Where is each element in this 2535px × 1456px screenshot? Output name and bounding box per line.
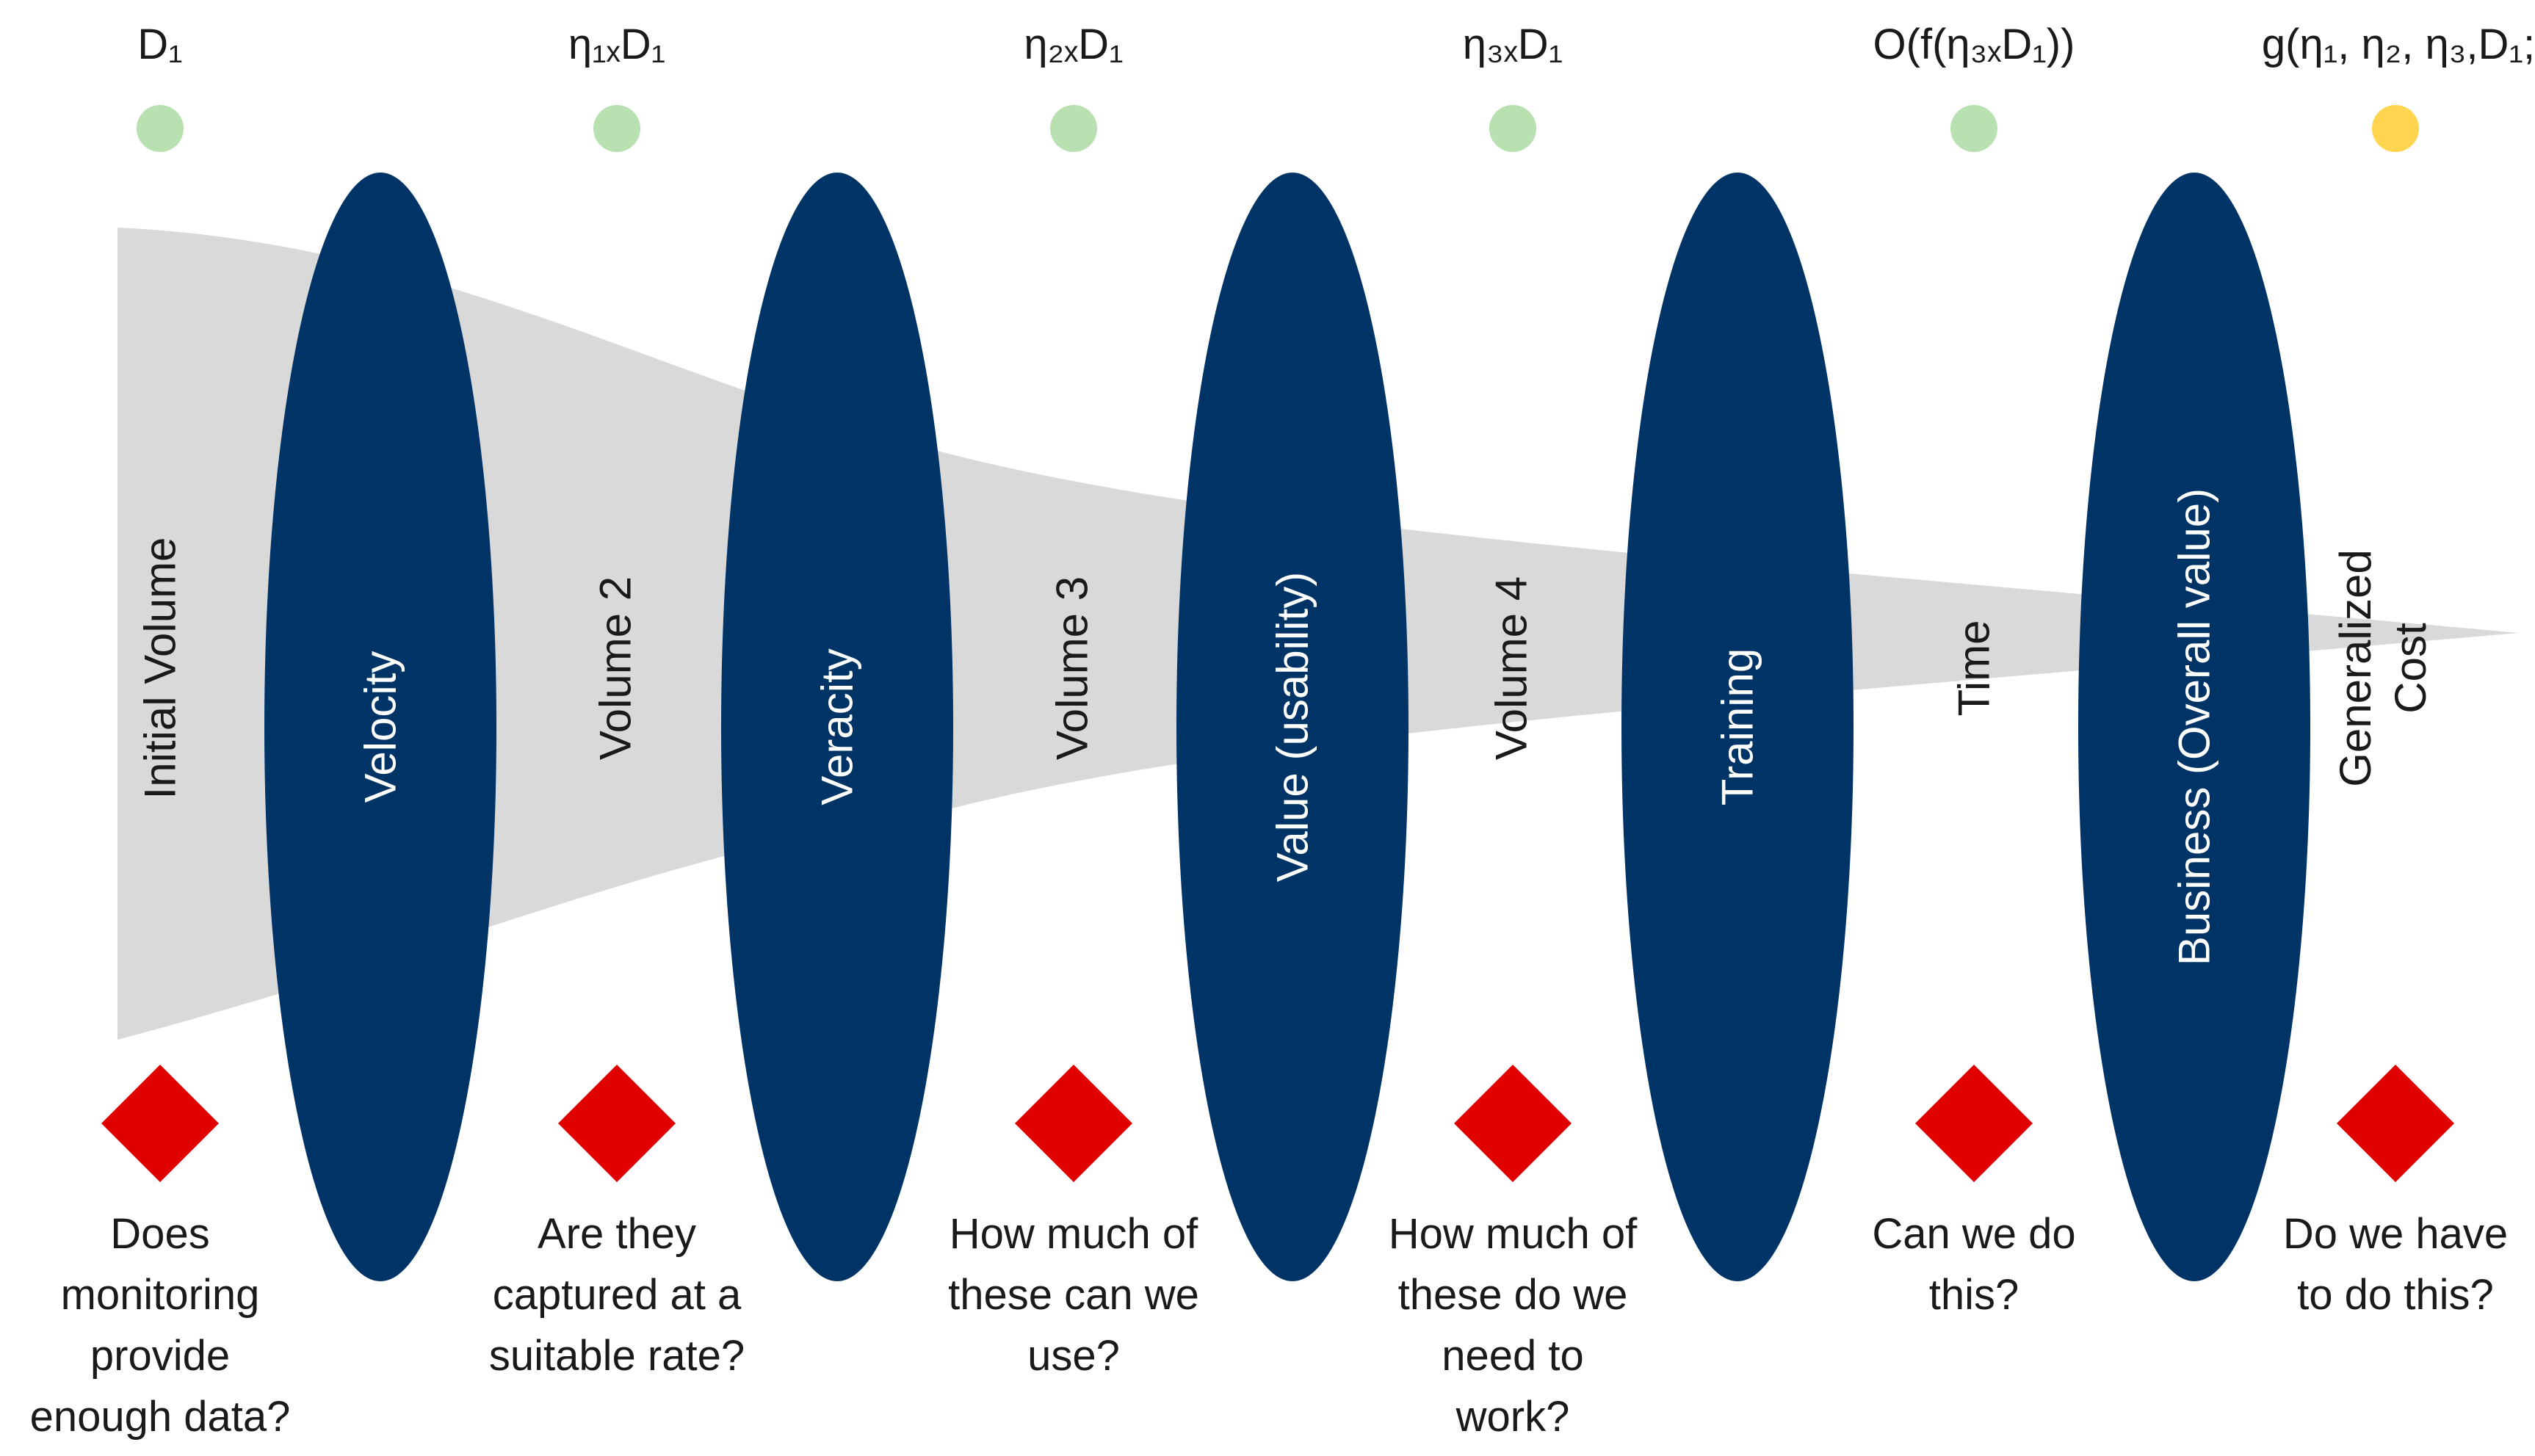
formula-part: ₓ <box>607 21 621 68</box>
stage-volume-label: Volume 4 <box>1487 576 1536 760</box>
filter-ellipse-2 <box>721 173 953 1281</box>
filter-label: Value (usability) <box>1268 572 1317 882</box>
formula-part: ₁ <box>1109 21 1124 68</box>
formula-part: D <box>621 21 651 68</box>
stage-formula: O(f(η₃ₓD₁)) <box>1873 21 2075 68</box>
stage-question-line: monitoring <box>61 1271 260 1319</box>
formula-part: ₁ <box>2324 21 2338 68</box>
formula-part: D <box>2001 21 2032 68</box>
decision-diamond-icon <box>101 1065 219 1182</box>
stage-question-line: Do we have <box>2283 1210 2508 1258</box>
formula-part: ₓ <box>1987 21 2001 68</box>
stage-question-line: need to <box>1442 1332 1584 1380</box>
stage-question-line: this? <box>1929 1271 2019 1319</box>
stage-volume-label: Volume 2 <box>591 576 640 760</box>
formula-part: ₁ <box>2032 21 2047 68</box>
formula-part: ₁ <box>592 21 607 68</box>
stage-question-line: Are they <box>538 1210 696 1258</box>
decision-diamond-icon <box>1915 1065 2033 1182</box>
formula-part: D <box>1078 21 1109 68</box>
stage-formula: D₁ <box>137 21 182 68</box>
stage-volume-label: Generalized <box>2331 549 2380 787</box>
filter-ellipse-5 <box>2078 173 2310 1281</box>
stage-question-line: How much of <box>950 1210 1198 1258</box>
filter-label: Veracity <box>813 648 862 805</box>
stage-formula: η₁ₓD₁ <box>568 21 665 68</box>
formula-part: η <box>1024 21 1047 68</box>
stage-question-line: enough data? <box>30 1393 291 1441</box>
stage-formula: η₃ₓD₁ <box>1463 21 1563 68</box>
decision-diamond-icon <box>2337 1065 2454 1182</box>
decision-diamond-icon <box>558 1065 676 1182</box>
stage-formula: η₂ₓD₁ <box>1024 21 1123 68</box>
stage-status-dot <box>1489 105 1536 152</box>
stage-question-line: Does <box>110 1210 209 1258</box>
stage-volume-label: Volume 3 <box>1048 576 1097 760</box>
formula-part: ₁ <box>1549 21 1563 68</box>
decision-diamond-icon <box>1015 1065 1132 1182</box>
formula-part: ₁ <box>2509 21 2523 68</box>
stage-question-line: How much of <box>1389 1210 1638 1258</box>
stage-status-dot <box>137 105 184 152</box>
formula-part: )) <box>2047 21 2075 68</box>
stage-status-dot <box>1050 105 1097 152</box>
stage-status-dot <box>1950 105 1997 152</box>
filter-label: Business (Overall value) <box>2170 488 2219 966</box>
stage-question-line: captured at a <box>493 1271 742 1319</box>
formula-part: ,D <box>2466 21 2509 68</box>
stage-volume-label: Time <box>1950 620 1999 716</box>
stage-volume-label: Initial Volume <box>136 537 185 800</box>
stage-status-dot <box>2372 105 2419 152</box>
formula-part: ₃ <box>1486 21 1504 68</box>
stage-question-line: these can we <box>948 1271 1199 1319</box>
formula-part: g(η <box>2262 21 2324 68</box>
stage-question-line: suitable rate? <box>489 1332 745 1380</box>
formula-part: ₁ <box>651 21 666 68</box>
formula-part: ₃ <box>1970 21 1988 68</box>
stage-status-dot <box>593 105 640 152</box>
stage-question-line: these do we <box>1398 1271 1628 1319</box>
formula-part: ₃ <box>2449 21 2467 68</box>
formula-part: ₓ <box>1064 21 1078 68</box>
stage-question-line: to do this? <box>2297 1271 2494 1319</box>
stage-volume-label: Cost <box>2386 623 2435 714</box>
stage-question-line: Can we do <box>1872 1210 2075 1258</box>
filter-label: Velocity <box>356 651 405 803</box>
formula-part: ₓ <box>1504 21 1518 68</box>
formula-part: ₁ <box>168 21 183 68</box>
stage-question-line: work? <box>1455 1393 1570 1441</box>
filter-ellipse-3 <box>1176 173 1408 1281</box>
filter-ellipse-1 <box>264 173 496 1281</box>
filter-label: Training <box>1713 648 1762 806</box>
stage-formula: g(η₁, η₂, η₃,D₁;B) <box>2262 21 2535 68</box>
decision-diamond-icon <box>1454 1065 1572 1182</box>
formula-part: D <box>1518 21 1549 68</box>
formula-part: η <box>568 21 592 68</box>
formula-part: ₂ <box>2385 21 2402 68</box>
filter-ellipse-4 <box>1621 173 1854 1281</box>
formula-part: , η <box>2337 21 2385 68</box>
formula-part: D <box>137 21 168 68</box>
formula-part: ₂ <box>1048 21 1065 68</box>
formula-part: η <box>1463 21 1486 68</box>
stage-question-line: use? <box>1027 1332 1120 1380</box>
formula-part: ;B) <box>2523 21 2535 68</box>
stage-question-line: provide <box>90 1332 230 1380</box>
formula-part: , η <box>2401 21 2449 68</box>
formula-part: O(f(η <box>1873 21 1970 68</box>
